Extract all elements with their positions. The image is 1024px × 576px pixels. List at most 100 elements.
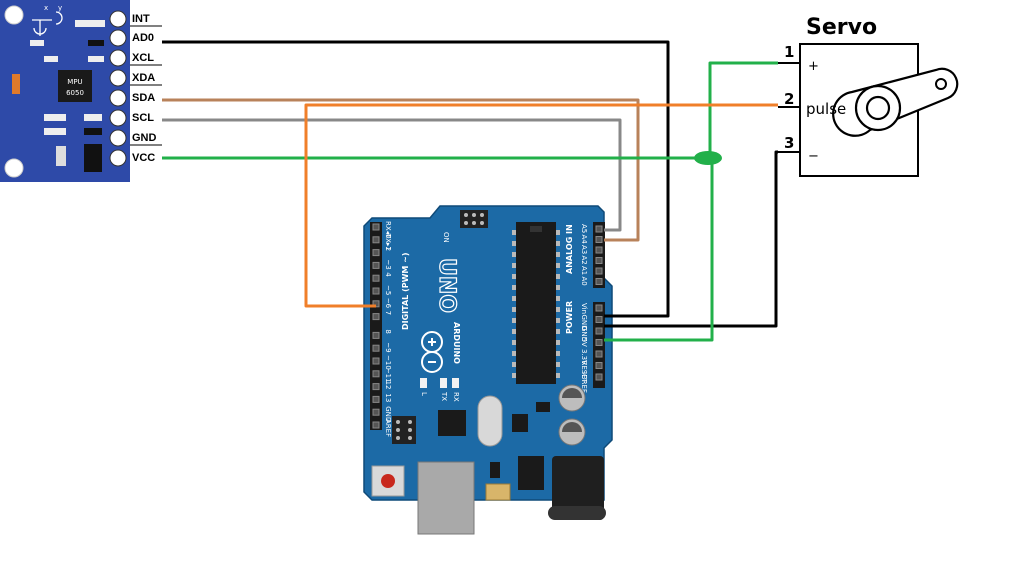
servo-pin-3-number: 3: [784, 134, 794, 152]
digital-pin-hole: [372, 287, 380, 295]
reset-button-cap[interactable]: [381, 474, 395, 488]
chip-leg: [556, 351, 560, 356]
analog-pin-label: A3: [580, 245, 588, 254]
pin-label-sda: SDA: [132, 92, 155, 104]
pin-hole: [109, 129, 127, 147]
icsp-header-bottom: [392, 416, 416, 444]
arduino-logo-icon: [421, 331, 443, 373]
capacitor-2-top: [562, 422, 582, 432]
chip-leg: [556, 230, 560, 235]
digital-pin-label: ~6: [384, 298, 392, 309]
chip-leg: [556, 340, 560, 345]
arduino-brand-label: ARDUINO: [452, 322, 461, 364]
analog-pin-hole: [595, 278, 603, 285]
on-led-label: ON: [442, 232, 450, 243]
pin-label-scl: SCL: [132, 112, 154, 124]
wire-servo-plus: [708, 61, 778, 160]
chip-leg: [556, 373, 560, 378]
chip-leg: [512, 340, 516, 345]
digital-pin-holes: [372, 223, 380, 429]
led-rx-label: RX: [452, 392, 460, 402]
digital-header: [370, 222, 382, 430]
digital-pin-hole: [372, 421, 380, 429]
chip-legs: [512, 230, 560, 378]
pin-hole: [109, 89, 127, 107]
mount-hole-bottom: [4, 158, 24, 178]
mpu6050-module: x y MPU 6050 INT AD0 XCL X: [0, 0, 162, 182]
wires: [162, 40, 778, 342]
digital-pin-label: TX▸1: [384, 233, 392, 251]
chip-leg: [556, 307, 560, 312]
digital-pin-label: ~11: [384, 368, 392, 383]
smd-part: [84, 128, 102, 135]
servo-plus-label: +: [808, 59, 819, 74]
chip-leg: [512, 252, 516, 257]
usb-chip: [438, 410, 466, 436]
dc-jack-base: [548, 506, 606, 520]
analog-pin-label: A2: [580, 256, 588, 265]
digital-pin-label: GND: [384, 406, 392, 422]
power-pin-hole: [595, 373, 603, 381]
led-tx-label: TX: [440, 391, 448, 401]
digital-pin-hole: [372, 395, 380, 403]
pin-hole: [109, 29, 127, 47]
smd-resistor: [75, 20, 105, 27]
power-pin-hole: [595, 339, 603, 346]
digital-pin-label: ~9: [384, 342, 392, 352]
pin-hole: [109, 10, 127, 28]
digital-pin-label: ~3: [384, 259, 392, 269]
analog-pin-hole: [595, 267, 603, 275]
analog-pin-hole: [595, 236, 603, 243]
digital-pin-hole: [372, 370, 380, 378]
digital-pin-hole: [372, 408, 380, 416]
power-pin-label: 3.3V: [580, 349, 588, 365]
pin-label-gnd: GND: [132, 132, 157, 144]
power-header-label: POWER: [565, 301, 574, 334]
uno-label: UNO: [434, 258, 459, 313]
fuse: [485, 483, 511, 501]
pin-hole: [109, 149, 127, 167]
digital-pin-hole: [372, 236, 380, 244]
smd-part: [88, 56, 104, 62]
chip-leg: [512, 373, 516, 378]
icsp-pins-top: [464, 213, 484, 225]
wire-servo-gnd: [604, 150, 778, 328]
digital-header-label: DIGITAL (PWM ~): [401, 252, 410, 330]
smd-part: [44, 114, 66, 121]
digital-pin-label: 13: [384, 393, 392, 402]
digital-pin-hole: [372, 383, 380, 391]
mpu-chip: [58, 70, 92, 102]
regulator: [84, 144, 102, 172]
digital-pin-hole: [372, 357, 380, 365]
digital-pin-hole: [372, 261, 380, 269]
pin-hole: [109, 109, 127, 127]
power-pin-hole: [595, 362, 603, 369]
chip-leg: [556, 318, 560, 323]
power-pin-label: Vin: [580, 303, 588, 314]
smd-part: [30, 40, 44, 46]
analog-pin-label: A4: [580, 235, 588, 245]
pin-label-int: INT: [132, 13, 150, 25]
chip-leg: [512, 285, 516, 290]
axis-icon: [32, 11, 63, 36]
power-pin-hole: [595, 350, 603, 358]
arduino-pcb: [363, 205, 613, 501]
chip-leg: [512, 263, 516, 268]
pin-underlines: [130, 25, 162, 146]
wire-scl-to-a5: [162, 118, 622, 232]
servo-pin-2-number: 2: [784, 90, 794, 108]
digital-pin-label: 2: [384, 247, 392, 251]
chip-leg: [512, 274, 516, 279]
pin-hole: [109, 49, 127, 67]
pin-hole: [109, 69, 127, 87]
digital-pin-hole: [372, 249, 380, 257]
analog-header-label: ANALOG IN: [565, 224, 574, 274]
mpu-chip-label-2: 6050: [66, 89, 84, 97]
chip-leg: [556, 241, 560, 246]
chip-leg: [512, 241, 516, 246]
smd-part: [56, 146, 66, 166]
analog-pin-hole: [595, 246, 603, 254]
smd-part: [84, 114, 102, 121]
